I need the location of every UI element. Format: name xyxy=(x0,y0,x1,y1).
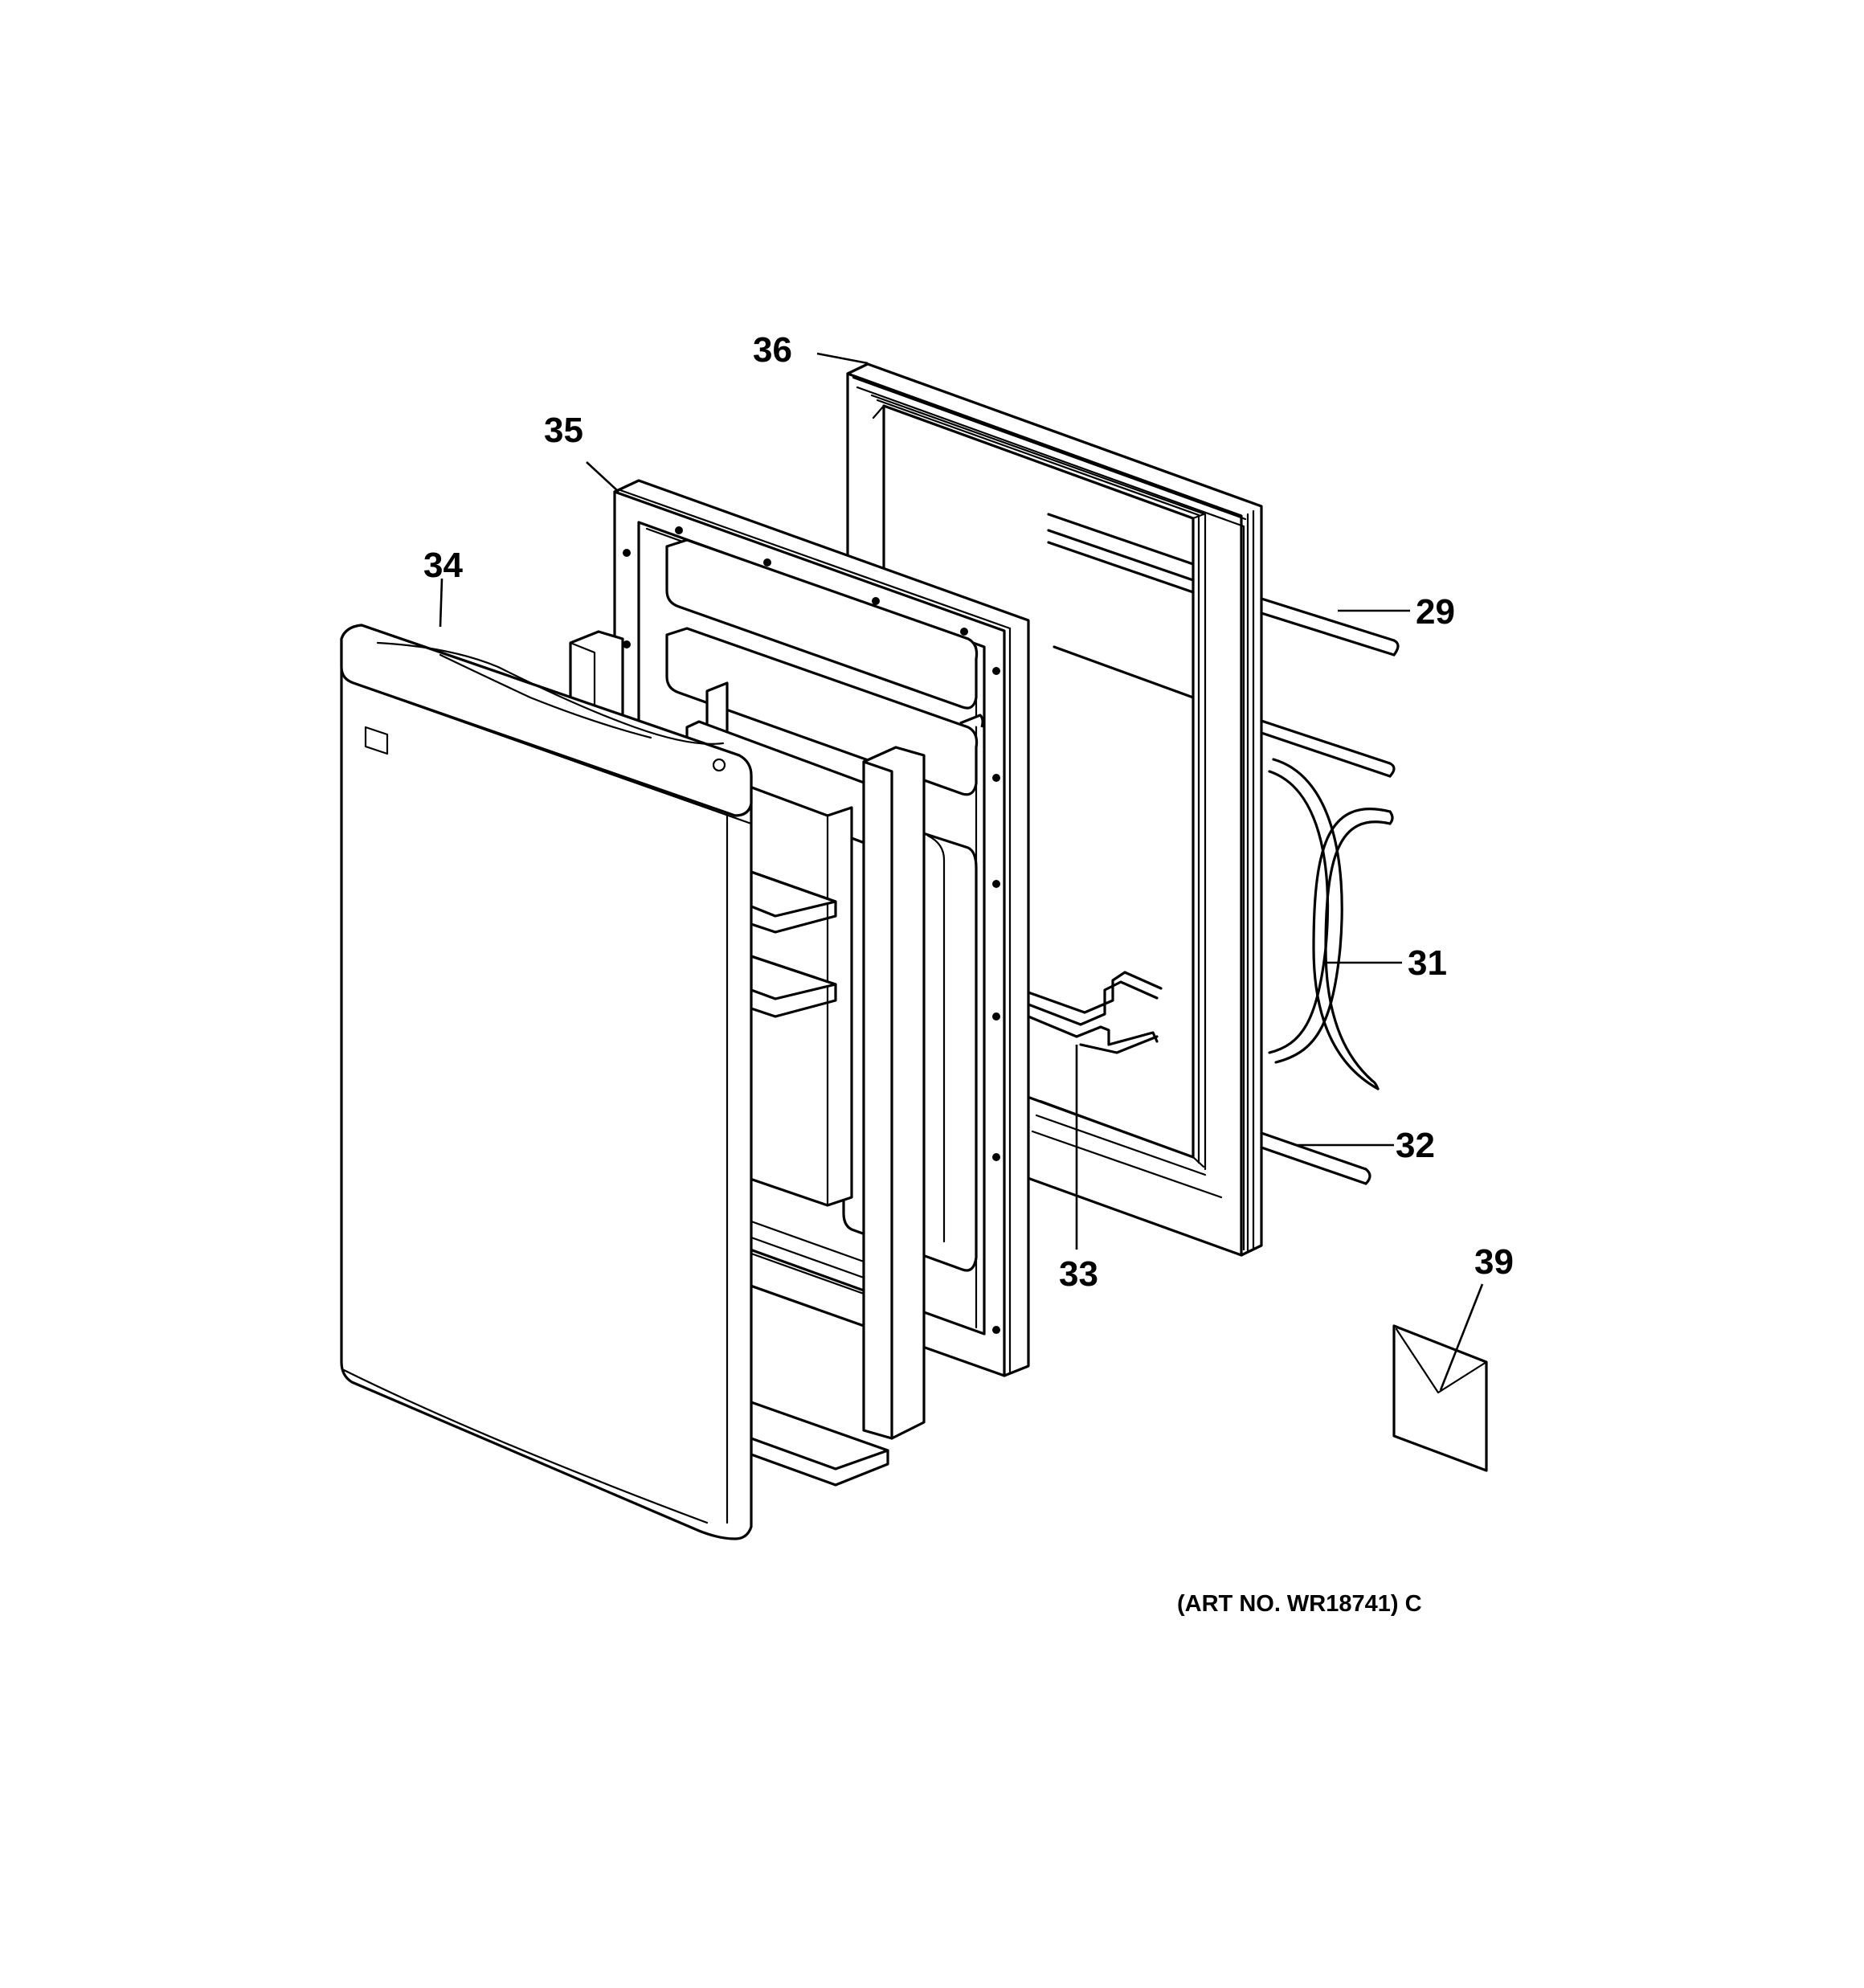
part-32-lower-bar xyxy=(1260,1131,1371,1185)
callout-32: 32 xyxy=(1396,1126,1435,1165)
art-number: (ART NO. WR18741) C xyxy=(1177,1591,1422,1617)
screw-dots xyxy=(623,526,1000,1334)
callout-39: 39 xyxy=(1474,1242,1514,1282)
leader-lines xyxy=(439,352,1484,1391)
part-39-envelope xyxy=(1392,1324,1488,1472)
callout-34: 34 xyxy=(423,546,463,585)
callout-35: 35 xyxy=(544,411,583,450)
part-34-outer-door xyxy=(340,624,753,1540)
logo-badge xyxy=(364,726,389,755)
callout-31: 31 xyxy=(1408,943,1447,983)
part-29-shelf-bar xyxy=(1047,513,1400,778)
part-31-retainer-bars xyxy=(1268,758,1394,1090)
callout-29: 29 xyxy=(1416,592,1455,632)
callout-36: 36 xyxy=(753,330,792,370)
callout-33: 33 xyxy=(1059,1254,1098,1294)
part-33-wire-bracket xyxy=(1027,971,1163,1054)
